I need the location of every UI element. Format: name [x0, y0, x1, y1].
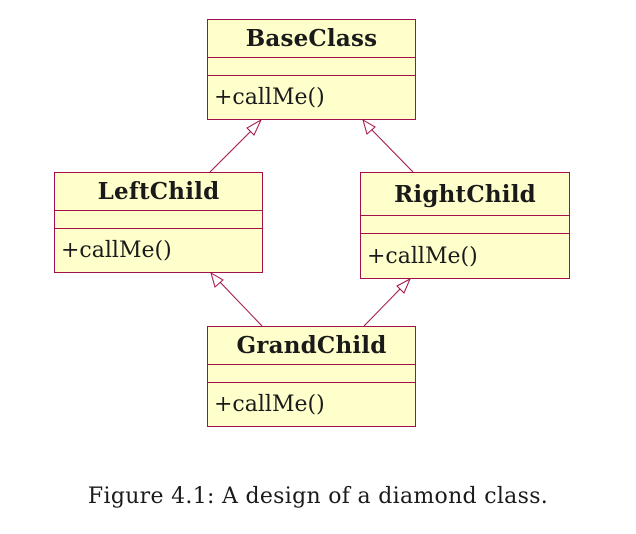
class-diagram: BaseClass +callMe() LeftChild +callMe() …	[54, 19, 570, 427]
class-box-rightchild: RightChild +callMe()	[360, 172, 570, 279]
class-box-grandchild: GrandChild +callMe()	[207, 326, 416, 427]
class-operation: +callMe()	[214, 85, 325, 110]
figure-caption: Figure 4.1: A design of a diamond class.	[87, 484, 549, 509]
class-attributes	[208, 58, 415, 76]
edge-grand-to-right	[363, 285, 404, 327]
class-operation: +callMe()	[61, 238, 172, 263]
class-attributes	[55, 211, 262, 229]
class-operation: +callMe()	[214, 392, 325, 417]
arrowhead-grand-to-right	[396, 277, 412, 294]
edge-grand-to-left	[217, 279, 263, 327]
class-name: GrandChild	[208, 327, 415, 365]
arrowhead-left-to-base	[246, 118, 263, 136]
edge-left-to-base	[209, 126, 256, 173]
class-box-baseclass: BaseClass +callMe()	[207, 19, 416, 120]
edge-right-to-base	[369, 127, 414, 173]
class-name: LeftChild	[55, 173, 262, 211]
class-name: BaseClass	[208, 20, 415, 58]
arrowhead-grand-to-left	[210, 271, 224, 288]
class-attributes	[361, 216, 569, 234]
arrowhead-right-to-base	[362, 118, 376, 135]
class-attributes	[208, 365, 415, 383]
inheritance-edges	[209, 118, 414, 327]
class-box-leftchild: LeftChild +callMe()	[54, 172, 263, 273]
class-operation: +callMe()	[367, 243, 478, 269]
class-name: RightChild	[361, 173, 569, 216]
